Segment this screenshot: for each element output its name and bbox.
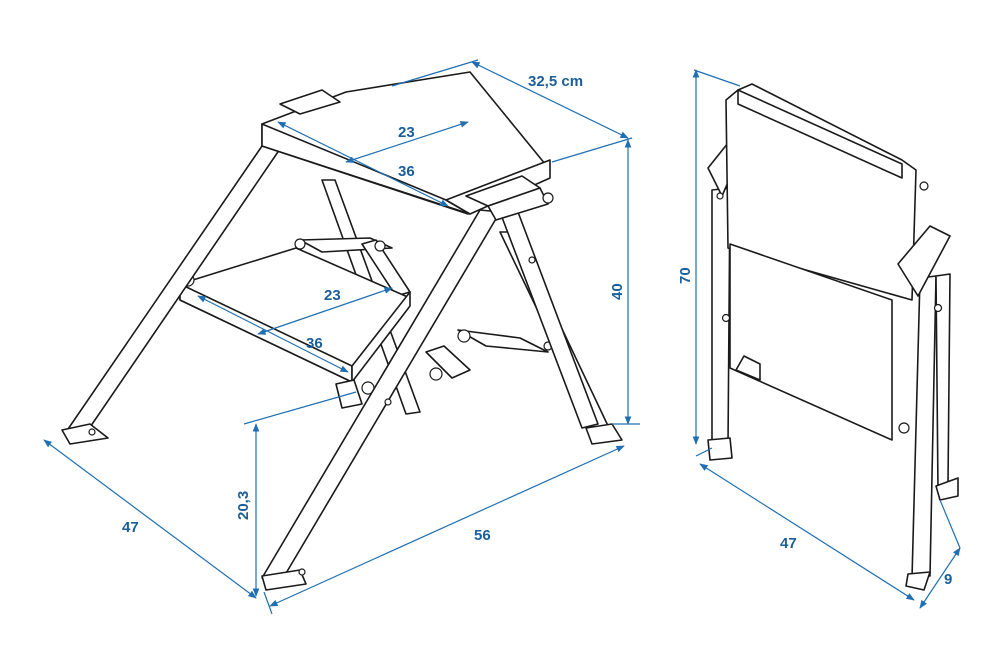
open-view-dimensions: 32,5 cm 23 36 23 36 40 20,3 47 56 bbox=[43, 59, 640, 615]
lower-step bbox=[179, 247, 411, 409]
dim-folded-thickness: 9 bbox=[944, 571, 952, 588]
dim-lower-height: 20,3 bbox=[235, 491, 252, 520]
dim-lower-depth: 36 bbox=[306, 335, 323, 352]
dim-top-length: 32,5 cm bbox=[528, 73, 583, 90]
dim-lower-width: 23 bbox=[324, 287, 341, 304]
dim-folded-depth: 47 bbox=[780, 535, 797, 552]
open-stool-drawing bbox=[61, 71, 623, 591]
folded-view-dimensions: 70 47 9 bbox=[677, 69, 961, 609]
dim-base-width: 56 bbox=[474, 527, 491, 544]
folded-stool-drawing bbox=[707, 83, 959, 591]
hinge-braces bbox=[294, 237, 553, 381]
dim-folded-height: 70 bbox=[677, 267, 694, 284]
dim-total-height: 40 bbox=[609, 283, 626, 300]
dim-base-depth: 47 bbox=[122, 519, 139, 536]
top-step bbox=[261, 71, 554, 221]
dim-top-depth: 36 bbox=[398, 163, 415, 180]
dim-top-width: 23 bbox=[398, 124, 415, 141]
